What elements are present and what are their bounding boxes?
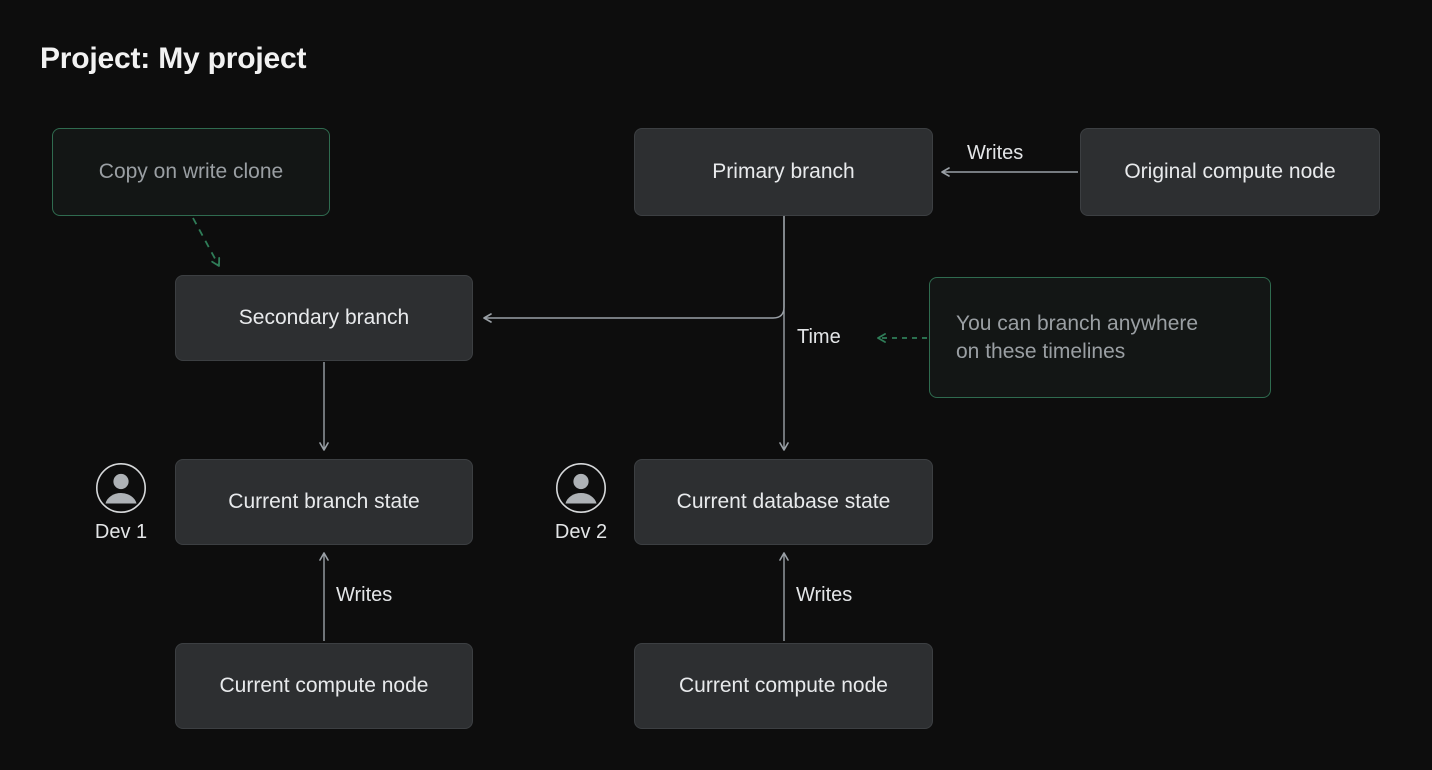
node-label: Original compute node: [1124, 160, 1336, 183]
node-branch-note[interactable]: You can branch anywhere on these timelin…: [929, 277, 1271, 398]
node-label: Copy on write clone: [98, 160, 284, 183]
node-copy-on-write-clone[interactable]: Copy on write clone: [52, 128, 330, 216]
edge-label-writes-top: Writes: [967, 142, 1024, 164]
page-title: Project: My project: [40, 42, 307, 75]
node-current-compute-node-left[interactable]: Current compute node: [175, 643, 473, 729]
node-secondary-branch[interactable]: Secondary branch: [175, 275, 473, 361]
edge-label-writes-left: Writes: [336, 584, 393, 606]
branch-note-line2: on these timelines: [956, 339, 1126, 363]
edge-clone-to-secondary: [192, 217, 221, 267]
node-label: Primary branch: [712, 160, 855, 183]
edge-primary-to-secondary: [483, 216, 785, 323]
node-label: Current compute node: [679, 674, 888, 697]
edge-label-writes-right: Writes: [796, 584, 853, 606]
user-avatar-icon: [555, 462, 607, 514]
node-label: Secondary branch: [238, 306, 410, 329]
node-primary-branch[interactable]: Primary branch: [634, 128, 933, 216]
actor-label-dev-1: Dev 1: [94, 521, 148, 543]
node-original-compute-node[interactable]: Original compute node: [1080, 128, 1380, 216]
user-avatar-icon: [95, 462, 147, 514]
edge-label-time: Time: [797, 326, 841, 348]
node-label: Current compute node: [219, 674, 429, 697]
node-current-compute-node-right[interactable]: Current compute node: [634, 643, 933, 729]
branch-note-line1: You can branch anywhere: [956, 311, 1199, 335]
node-label: Current database state: [676, 490, 891, 513]
node-current-branch-state[interactable]: Current branch state: [175, 459, 473, 545]
branch-note-text: You can branch anywhere on these timelin…: [956, 310, 1198, 365]
node-current-database-state[interactable]: Current database state: [634, 459, 933, 545]
actor-label-dev-2: Dev 2: [554, 521, 608, 543]
node-label: Current branch state: [228, 490, 420, 513]
